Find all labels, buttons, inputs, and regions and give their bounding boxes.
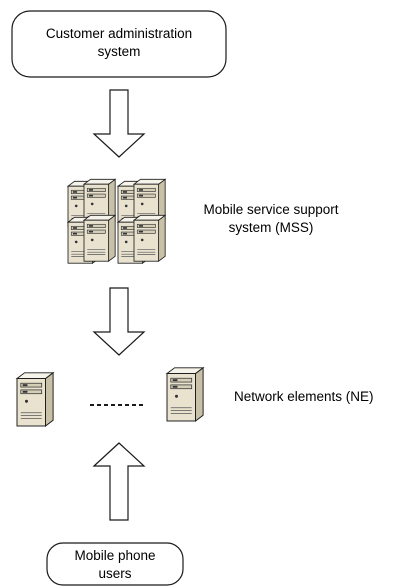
network-elements-label: Network elements (NE) xyxy=(234,389,374,404)
mss-label-line2: system (MSS) xyxy=(229,220,314,235)
mobile-users-label-line2: users xyxy=(98,566,131,581)
customer-admin-box xyxy=(11,10,227,78)
mss-label-line1: Mobile service support xyxy=(203,202,338,217)
mobile-users-box xyxy=(46,542,184,586)
arrow-admin-to-mss xyxy=(92,89,146,158)
arrow-users-to-ne xyxy=(92,442,146,521)
arrow-mss-to-ne xyxy=(92,287,146,356)
ne-server-right xyxy=(166,367,204,422)
mobile-users-label-line1: Mobile phone xyxy=(74,548,155,563)
server-icon xyxy=(133,214,166,262)
ne-server-left xyxy=(16,372,54,427)
mobile-users-node: Mobile phone users xyxy=(46,542,184,586)
server-icon xyxy=(83,214,116,262)
mss-server-cluster xyxy=(67,178,166,264)
customer-admin-label-line2: system xyxy=(98,44,141,59)
customer-admin-label-line1: Customer administration xyxy=(46,26,192,41)
customer-admin-node: Customer administration system xyxy=(11,10,227,78)
